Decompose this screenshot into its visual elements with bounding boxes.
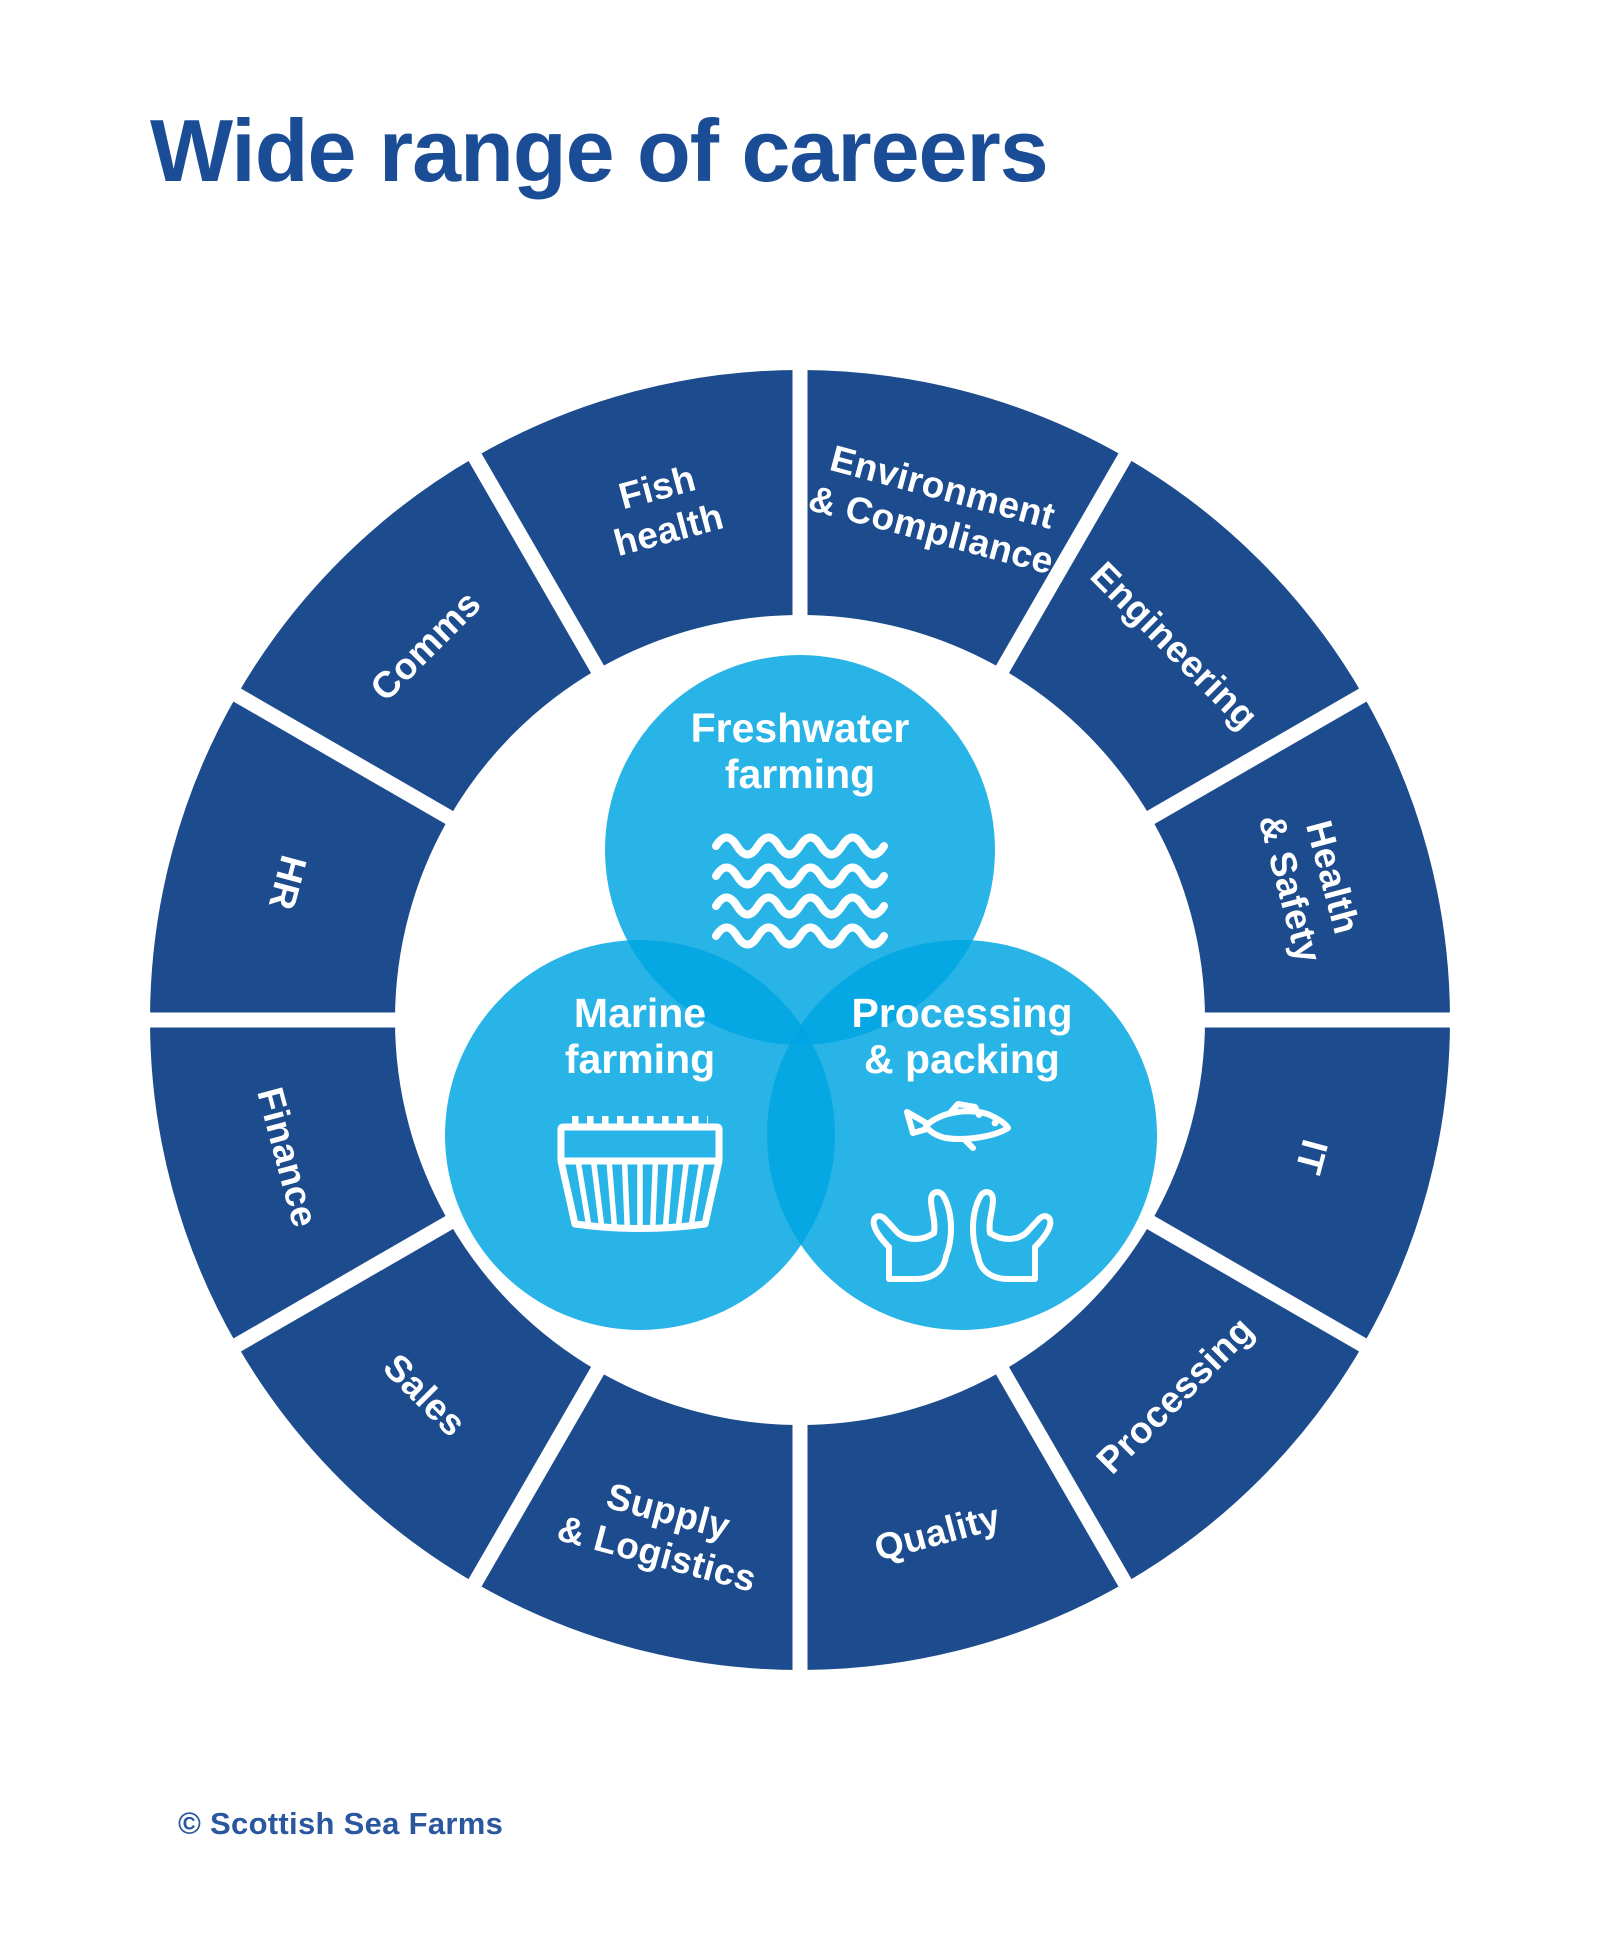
page-title: Wide range of careers bbox=[150, 101, 1049, 200]
fish-in-hands-icon bbox=[870, 1101, 1054, 1282]
fish-eye bbox=[991, 1119, 999, 1127]
hand-fingers bbox=[987, 1213, 1054, 1250]
pen-net-bar bbox=[575, 1160, 592, 1229]
copyright-notice: © Scottish Sea Farms bbox=[178, 1806, 504, 1841]
fish-fin-top bbox=[947, 1101, 982, 1118]
ring-segment-engineering bbox=[1002, 457, 1363, 818]
pen-net-bar bbox=[688, 1160, 705, 1229]
careers-wheel-diagram: Environment& ComplianceEngineeringHealth… bbox=[150, 370, 1450, 1670]
fish-tail bbox=[904, 1109, 931, 1136]
pen-net-bar bbox=[606, 1160, 618, 1229]
fish-body bbox=[923, 1108, 1011, 1142]
ring-segment-sales bbox=[237, 1222, 598, 1583]
fish-shape bbox=[904, 1101, 1011, 1151]
hand-palm bbox=[886, 1246, 949, 1282]
center-circle-processing-packing bbox=[767, 940, 1157, 1330]
segment-divider bbox=[221, 1209, 466, 1359]
pen-net-bar bbox=[591, 1160, 605, 1229]
ring-segment-comms bbox=[237, 457, 598, 818]
ring-segment-processing bbox=[1002, 1222, 1363, 1583]
segment-divider bbox=[461, 441, 611, 686]
pen-net-bar bbox=[621, 1160, 630, 1229]
segment-divider bbox=[461, 1354, 611, 1599]
hand-right bbox=[970, 1189, 1054, 1282]
waves-icon bbox=[712, 833, 888, 949]
center-circle-marine-farming bbox=[445, 940, 835, 1330]
segment-divider bbox=[989, 441, 1139, 686]
hand-thumb bbox=[928, 1189, 954, 1259]
pen-net-bar bbox=[650, 1160, 659, 1229]
segment-divider bbox=[1134, 1209, 1379, 1359]
wave-line bbox=[712, 893, 888, 919]
wave-line bbox=[712, 923, 888, 949]
pen-net-bar bbox=[675, 1160, 689, 1229]
segment-divider bbox=[221, 681, 466, 831]
segment-divider bbox=[989, 1354, 1139, 1599]
fish-fin-bottom bbox=[961, 1136, 976, 1151]
pen-net-bar bbox=[662, 1160, 674, 1229]
circle-label-processing-packing: Processing& packing bbox=[851, 990, 1072, 1082]
wave-line bbox=[712, 833, 888, 859]
hand-fingers bbox=[870, 1213, 937, 1250]
hand-thumb bbox=[970, 1189, 996, 1259]
wave-line bbox=[712, 863, 888, 889]
hand-palm bbox=[975, 1246, 1038, 1282]
hand-left bbox=[870, 1189, 954, 1282]
segment-divider bbox=[1134, 681, 1379, 831]
fish-pen-icon bbox=[557, 1116, 723, 1232]
